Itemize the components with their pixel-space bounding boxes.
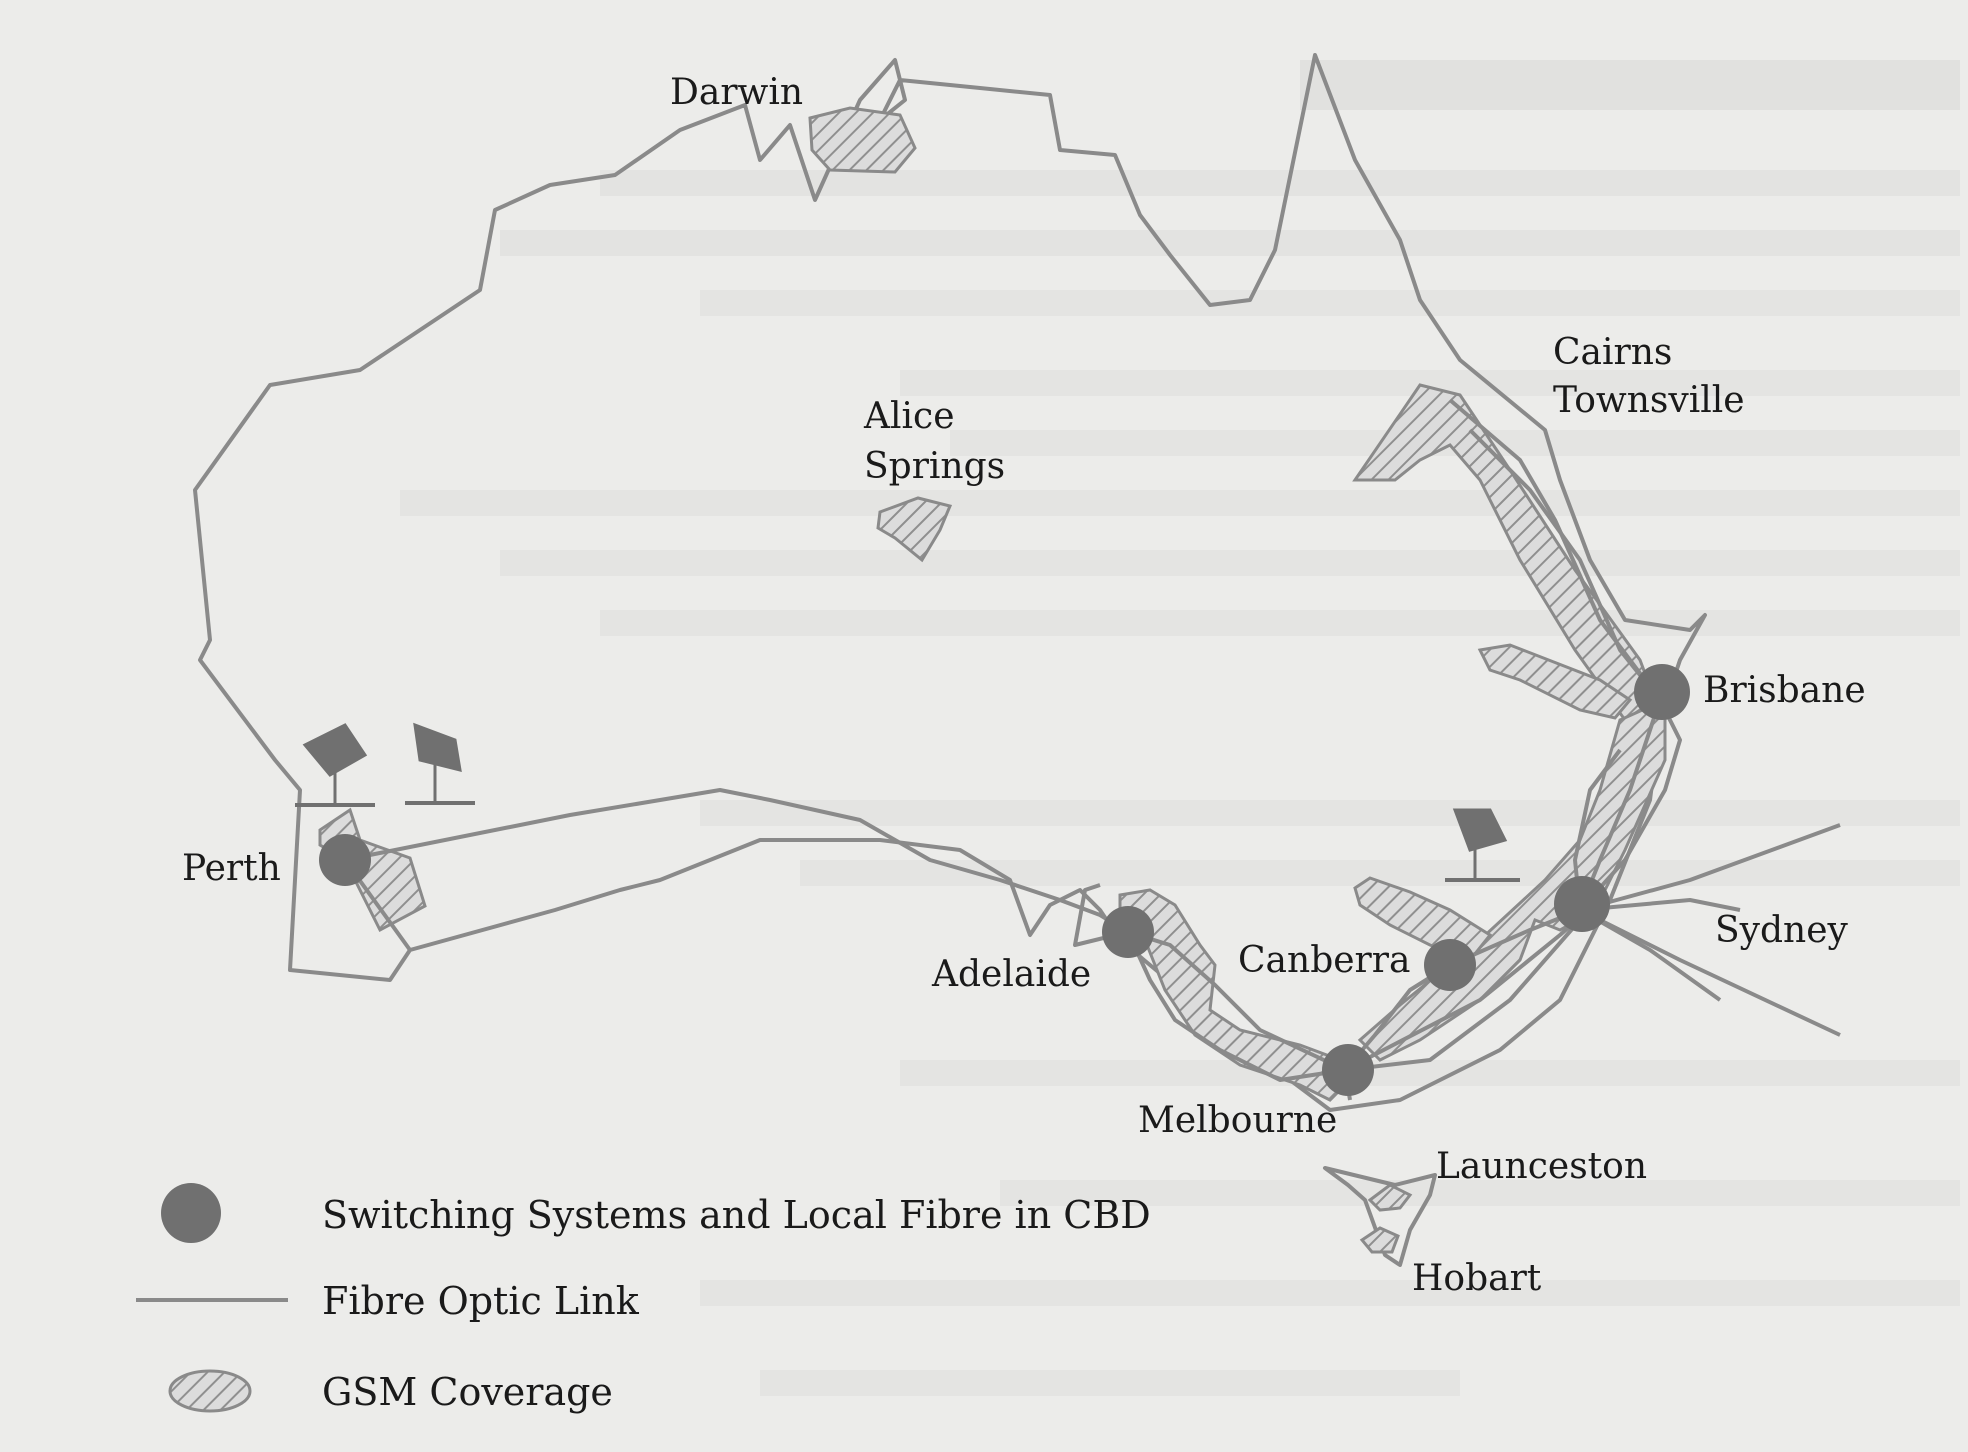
- satellite-dish-icon: [405, 722, 475, 805]
- label-adelaide: Adelaide: [931, 954, 1091, 995]
- gsm-area-brisbane-west: [1477, 643, 1633, 720]
- legend-label-gsm: GSM Coverage: [322, 1370, 613, 1414]
- gsm-area-east-coast: [1357, 697, 1667, 1062]
- label-canberra: Canberra: [1238, 940, 1410, 981]
- city-labels: Darwin Cairns Townsville Alice Springs B…: [182, 72, 1866, 1299]
- label-cairns: Cairns: [1553, 332, 1672, 373]
- fibre-link-sydney-spoke-e: [1579, 898, 1741, 912]
- tasmania-outline: [1323, 1166, 1437, 1267]
- label-melbourne: Melbourne: [1138, 1100, 1337, 1141]
- legend-label-switching: Switching Systems and Local Fibre in CBD: [322, 1193, 1151, 1237]
- label-darwin: Darwin: [670, 72, 803, 113]
- label-springs: Springs: [864, 446, 1005, 487]
- gsm-hatch-icon: [168, 1369, 252, 1413]
- fibre-link-brisbane-townsville: [1468, 428, 1662, 702]
- legend-label-fibre: Fibre Optic Link: [322, 1279, 640, 1323]
- gsm-coverage-areas: [318, 106, 1667, 1254]
- fibre-link-adelaide-melbourne-inner: [1126, 931, 1346, 1082]
- node-sydney: [1554, 876, 1610, 932]
- switching-nodes: [319, 664, 1690, 1096]
- fibre-link-sydney-spoke-se: [1579, 908, 1841, 1037]
- node-adelaide: [1102, 906, 1154, 958]
- gsm-area-canberra: [1353, 876, 1493, 962]
- label-brisbane: Brisbane: [1703, 670, 1866, 711]
- fibre-link-melbourne-sydney: [1344, 918, 1582, 1072]
- satellite-dish-icon: [1445, 808, 1520, 882]
- label-launceston: Launceston: [1436, 1146, 1647, 1187]
- fibre-link-sydney-spoke-ne: [1579, 823, 1841, 912]
- fibre-link-sydney-spoke-sse: [1579, 908, 1722, 1002]
- fibre-link-adelaide-loop: [1073, 883, 1129, 947]
- fibre-link-sydney-brisbane-b: [1578, 699, 1682, 912]
- node-perth: [319, 834, 371, 886]
- node-canberra: [1424, 939, 1476, 991]
- gsm-area-alice-springs: [876, 496, 953, 563]
- australia-outline: [193, 53, 1707, 1112]
- node-brisbane: [1634, 664, 1690, 720]
- switching-node-icon: [161, 1183, 221, 1243]
- satellite-dish-icon: [295, 723, 375, 807]
- label-perth: Perth: [182, 848, 281, 889]
- node-melbourne: [1322, 1044, 1374, 1096]
- legend: Switching Systems and Local Fibre in CBD…: [136, 1183, 1151, 1414]
- fibre-link-adelaide-melbourne-outer: [1127, 930, 1346, 1072]
- gsm-area-darwin: [808, 106, 917, 174]
- label-sydney: Sydney: [1715, 910, 1849, 951]
- gsm-area-launceston: [1367, 1183, 1413, 1212]
- label-townsville: Townsville: [1553, 380, 1745, 421]
- gsm-area-hobart: [1359, 1226, 1400, 1254]
- label-hobart: Hobart: [1412, 1258, 1542, 1299]
- label-alice: Alice: [863, 396, 955, 437]
